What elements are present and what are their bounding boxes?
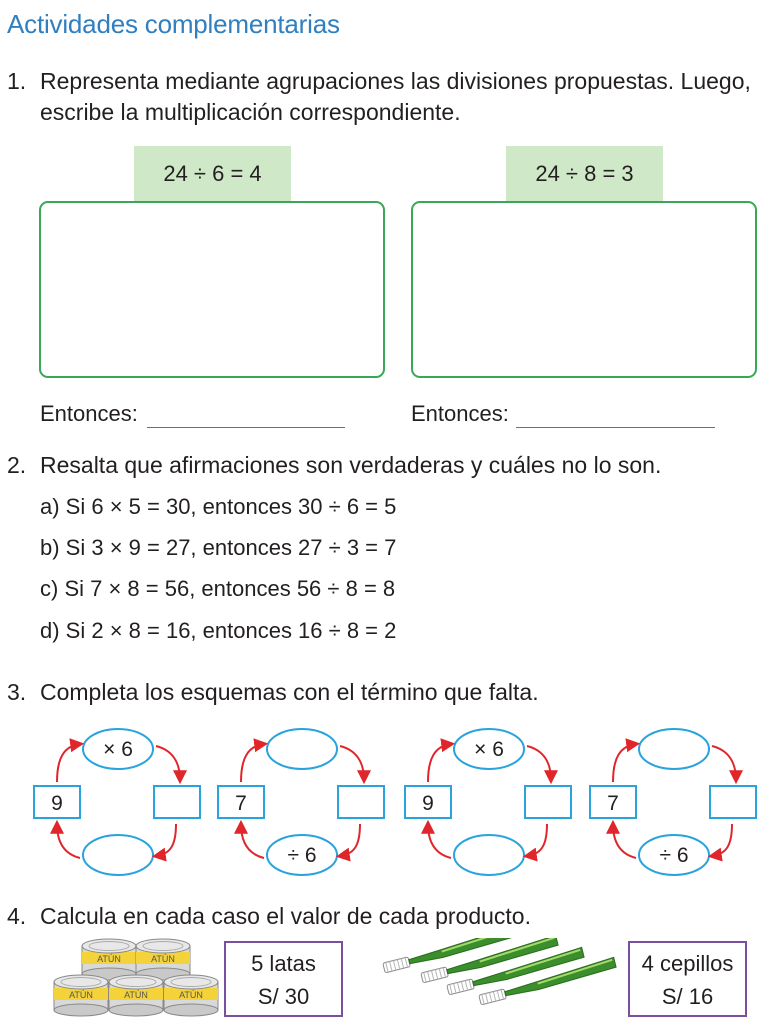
question-1: 1. Representa mediante agrupaciones las …: [7, 65, 767, 135]
scheme-top-operation: × 6: [103, 738, 133, 761]
scheme-arrow: [240, 738, 269, 783]
svg-text:ATÚN: ATÚN: [69, 990, 93, 1000]
statement-a[interactable]: a) Si 6 × 5 = 30, entonces 30 ÷ 6 = 5: [40, 494, 397, 519]
scheme-arrow: [335, 823, 361, 862]
scheme-top-oval[interactable]: [266, 728, 338, 770]
svg-text:ATÚN: ATÚN: [151, 954, 175, 964]
scheme-arrow: [421, 819, 452, 859]
question-2-text: Resalta que afirmaciones son verdaderas …: [40, 452, 662, 478]
tuna-can: ATÚN: [163, 974, 219, 1017]
toothbrush: [420, 938, 559, 983]
scheme-arrow: [427, 738, 456, 783]
svg-text:ATÚN: ATÚN: [124, 990, 148, 1000]
scheme-end-box[interactable]: [337, 785, 385, 819]
price-tag-cans: 5 latas S/ 30: [224, 941, 343, 1017]
price-tag-toothbrushes-price: S/ 16: [661, 984, 714, 1009]
scheme-start-value: 9: [51, 792, 63, 815]
price-tag-cans-price: S/ 30: [257, 984, 310, 1009]
scheme-arrow: [339, 745, 371, 785]
toothbrushes-illustration: [382, 938, 617, 1005]
scheme-arrow: [711, 745, 743, 785]
tuna-can: ATÚN: [81, 938, 137, 981]
question-4-text: Calcula en cada caso el valor de cada pr…: [40, 903, 531, 929]
answer-line-1[interactable]: [147, 427, 345, 428]
question-1-number: 1.: [7, 68, 27, 94]
toothbrush: [382, 938, 521, 973]
tuna-cans-illustration: ATÚN ATÚN ATÚN ATÚN ATÚN: [53, 938, 219, 1017]
scheme-bottom-operation: ÷ 6: [659, 844, 688, 867]
scheme-arrow: [56, 738, 85, 783]
entonces-label-1: Entonces:: [40, 401, 138, 426]
scheme-arrow: [155, 745, 187, 785]
section-title: Actividades complementarias: [7, 9, 340, 39]
scheme-start-box: [217, 785, 265, 819]
scheme-2: 7 ÷ 6: [217, 728, 385, 876]
scheme-start-box: [404, 785, 452, 819]
statement-c[interactable]: c) Si 7 × 8 = 56, entonces 56 ÷ 8 = 8: [40, 576, 396, 601]
question-1-text-line2: escribe la multiplicación correspondient…: [40, 99, 461, 125]
question-4-number: 4.: [7, 903, 27, 929]
tuna-can: ATÚN: [135, 938, 191, 981]
scheme-arrow: [606, 819, 637, 859]
scheme-start-value: 7: [607, 792, 619, 815]
operation-schemes: 9 × 6 7 ÷ 6 9 × 6 7 ÷ 6: [33, 728, 757, 876]
scheme-arrow: [522, 823, 548, 862]
scheme-end-box[interactable]: [709, 785, 757, 819]
question-2-number: 2.: [7, 452, 27, 478]
scheme-bottom-oval[interactable]: [82, 834, 154, 876]
question-1-text-line1: Representa mediante agrupaciones las div…: [40, 68, 751, 94]
svg-text:ATÚN: ATÚN: [179, 990, 203, 1000]
scheme-arrow: [234, 819, 265, 859]
statement-b[interactable]: b) Si 3 × 9 = 27, entonces 27 ÷ 3 = 7: [40, 535, 397, 560]
scheme-bottom-operation: ÷ 6: [287, 844, 316, 867]
answer-line-2[interactable]: [516, 427, 715, 428]
scheme-arrow: [612, 738, 641, 783]
question-3: 3. Completa los esquemas con el término …: [7, 676, 767, 710]
scheme-arrow: [151, 823, 177, 862]
price-tag-toothbrushes-quantity: 4 cepillos: [641, 951, 734, 976]
question-3-number: 3.: [7, 679, 27, 705]
scheme-arrow: [526, 745, 558, 785]
scheme-top-oval[interactable]: [638, 728, 710, 770]
statement-d[interactable]: d) Si 2 × 8 = 16, entonces 16 ÷ 8 = 2: [40, 618, 397, 643]
price-tag-cans-quantity: 5 latas: [251, 951, 316, 976]
scheme-4: 7 ÷ 6: [589, 728, 757, 876]
division-label-2: 24 ÷ 8 = 3: [506, 146, 663, 201]
toothbrush: [446, 946, 585, 995]
scheme-end-box[interactable]: [524, 785, 572, 819]
scheme-top-operation: × 6: [474, 738, 504, 761]
entonces-label-2: Entonces:: [411, 401, 509, 426]
scheme-start-box: [589, 785, 637, 819]
question-2: 2. Resalta que afirmaciones son verdader…: [7, 449, 767, 483]
scheme-start-box: [33, 785, 81, 819]
scheme-arrow: [707, 823, 733, 862]
grouping-drawing-area-1[interactable]: [39, 201, 385, 378]
tuna-can: ATÚN: [108, 974, 164, 1017]
scheme-3: 9 × 6: [404, 728, 572, 876]
scheme-arrow: [50, 819, 81, 859]
division-label-1: 24 ÷ 6 = 4: [134, 146, 291, 201]
grouping-drawing-area-2[interactable]: [411, 201, 757, 378]
scheme-1: 9 × 6: [33, 728, 201, 876]
scheme-start-value: 9: [422, 792, 434, 815]
toothbrush: [478, 956, 617, 1005]
question-3-text: Completa los esquemas con el término que…: [40, 679, 539, 705]
tuna-can: ATÚN: [53, 974, 109, 1017]
scheme-start-value: 7: [235, 792, 247, 815]
question-4: 4. Calcula en cada caso el valor de cada…: [7, 900, 767, 934]
scheme-bottom-oval[interactable]: [453, 834, 525, 876]
scheme-end-box[interactable]: [153, 785, 201, 819]
svg-text:ATÚN: ATÚN: [97, 954, 121, 964]
price-tag-toothbrushes: 4 cepillos S/ 16: [628, 941, 747, 1017]
